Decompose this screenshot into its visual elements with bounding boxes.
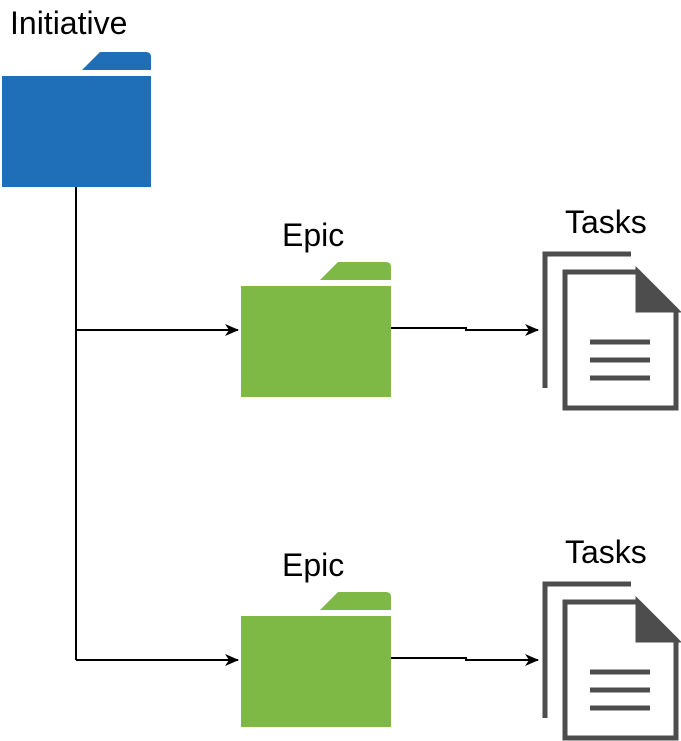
- epic-2-label: Epic: [282, 547, 344, 583]
- tasks-1-documents-icon: [542, 251, 681, 411]
- tasks-2-label: Tasks: [565, 534, 647, 570]
- tasks-1-label: Tasks: [565, 204, 647, 240]
- epic-2-folder-icon: [241, 592, 391, 727]
- epic-1-to-tasks-1-connector: [391, 324, 539, 336]
- tasks-2-documents-icon: [542, 581, 681, 741]
- epic-2-to-tasks-2-connector: [391, 654, 539, 666]
- initiative-label: Initiative: [10, 5, 127, 41]
- epic-1-label: Epic: [282, 217, 344, 253]
- initiative-folder-icon: [2, 52, 151, 187]
- epic-1-folder-icon: [241, 262, 391, 397]
- connectors: [75, 187, 539, 666]
